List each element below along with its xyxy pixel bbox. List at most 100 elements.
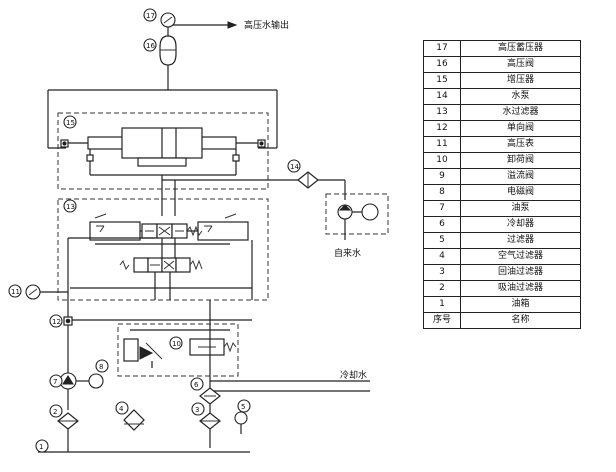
high-pressure-output: 高压水输出	[167, 19, 289, 90]
suction-filter	[57, 412, 79, 452]
callout-1: 1	[35, 439, 49, 453]
return-filter	[199, 412, 221, 430]
part-name-cell: 高压阀	[460, 56, 581, 73]
intensifier-piping	[47, 89, 278, 148]
cooling-water-label: 冷却水	[340, 369, 367, 381]
callout-5: 5	[237, 399, 251, 413]
part-number-cell: 15	[423, 72, 461, 89]
part-name-cell: 水泵	[460, 88, 581, 105]
high-pressure-check-valves	[60, 139, 266, 162]
part-number-cell: 14	[423, 88, 461, 105]
svg-text:10: 10	[172, 340, 181, 348]
svg-text:3: 3	[195, 406, 199, 414]
part-name-cell: 吸油过滤器	[460, 280, 581, 297]
part-number-cell: 4	[423, 248, 461, 265]
part-name-cell: 单向阀	[460, 120, 581, 137]
part-number-cell: 9	[423, 168, 461, 185]
svg-text:16: 16	[146, 42, 155, 50]
callout-8: 8	[95, 359, 109, 373]
callout-12: 12	[49, 314, 63, 328]
svg-text:12: 12	[52, 318, 61, 326]
part-number-cell: 7	[423, 200, 461, 217]
callout-17: 17	[143, 8, 157, 22]
callout-6: 6	[190, 377, 204, 391]
part-name-cell: 溢流阀	[460, 168, 581, 185]
svg-text:2: 2	[53, 408, 57, 416]
part-number-cell: 12	[423, 120, 461, 137]
part-number-cell: 2	[423, 280, 461, 297]
part-name-cell: 名称	[460, 312, 581, 329]
water-filter	[297, 171, 319, 189]
svg-text:4: 4	[119, 405, 124, 413]
svg-text:17: 17	[146, 12, 155, 20]
water-pump: 自来水	[334, 203, 379, 259]
callout-3: 3	[191, 402, 205, 416]
relief-valve-group-box	[117, 323, 239, 377]
directional-valves	[67, 180, 253, 320]
relief-unloading-valves	[68, 319, 252, 368]
high-pressure-output-label: 高压水输出	[244, 19, 289, 31]
callout-7: 7	[49, 374, 63, 388]
svg-text:8: 8	[99, 363, 103, 371]
part-number-cell: 8	[423, 184, 461, 201]
part-name-cell: 回油过滤器	[460, 264, 581, 281]
high-pressure-gauge	[160, 12, 176, 28]
svg-text:14: 14	[290, 163, 299, 171]
svg-text:13: 13	[66, 203, 75, 211]
part-number-cell: 6	[423, 216, 461, 233]
callout-11: 11	[8, 284, 22, 298]
thermometer	[234, 411, 248, 434]
callout-2: 2	[49, 404, 63, 418]
part-name-cell: 油泵	[460, 200, 581, 217]
svg-text:5: 5	[241, 403, 245, 411]
oil-pump	[59, 325, 104, 410]
callout-14: 14	[287, 159, 301, 173]
part-name-cell: 过滤器	[460, 232, 581, 249]
callout-10: 10	[169, 336, 183, 350]
part-number-cell: 17	[423, 40, 461, 57]
part-name-cell: 增压器	[460, 72, 581, 89]
part-name-cell: 冷却器	[460, 216, 581, 233]
part-number-cell: 11	[423, 136, 461, 153]
svg-text:7: 7	[53, 378, 57, 386]
intensifier-group-box	[57, 112, 269, 190]
svg-text:15: 15	[66, 119, 75, 127]
svg-text:6: 6	[194, 381, 199, 389]
callout-16: 16	[143, 38, 157, 52]
callout-15: 15	[63, 115, 77, 129]
part-name-cell: 高压表	[460, 136, 581, 153]
part-name-cell: 高压蓄压器	[460, 40, 581, 57]
part-name-cell: 空气过滤器	[460, 248, 581, 265]
air-filter	[123, 409, 145, 431]
water-supply-line	[161, 175, 346, 200]
part-number-cell: 序号	[423, 312, 461, 329]
tap-water-label: 自来水	[334, 247, 361, 259]
pump-check-valve	[63, 316, 73, 326]
part-number-cell: 5	[423, 232, 461, 249]
water-pump-group-box	[325, 193, 389, 235]
callout-4: 4	[115, 401, 129, 415]
svg-text:11: 11	[11, 288, 20, 296]
directional-valve-group-box	[57, 198, 269, 301]
part-name-cell: 卸荷阀	[460, 152, 581, 169]
part-number-cell: 10	[423, 152, 461, 169]
part-number-cell: 3	[423, 264, 461, 281]
part-name-cell: 电磁阀	[460, 184, 581, 201]
